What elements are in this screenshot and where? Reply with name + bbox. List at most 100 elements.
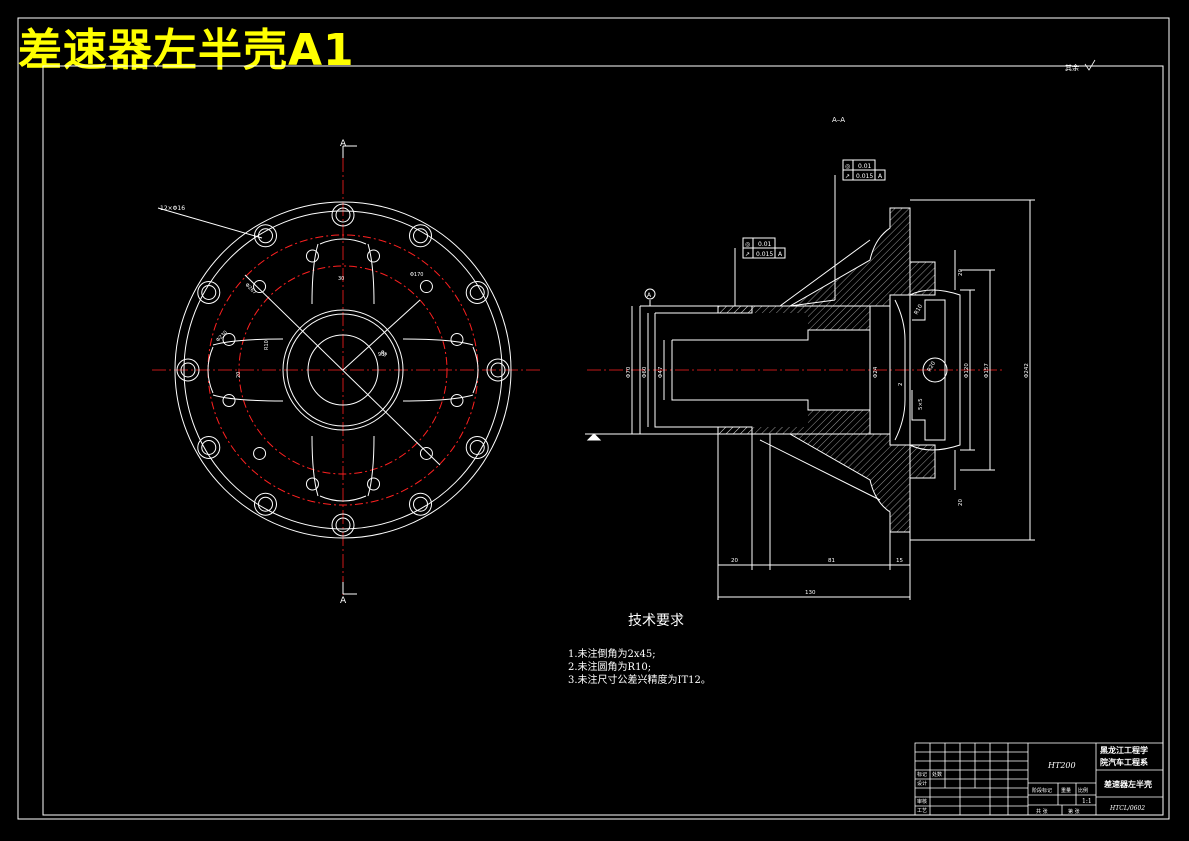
svg-text:审核: 审核: [917, 798, 927, 805]
svg-text:30: 30: [338, 276, 344, 282]
pitch-hole: [253, 446, 267, 460]
pitch-hole: [222, 394, 236, 408]
svg-text:Φ230: Φ230: [215, 330, 229, 344]
cut-label-top: A: [340, 139, 347, 149]
svg-text:差速器左半壳: 差速器左半壳: [1103, 779, 1152, 789]
svg-text:5×5: 5×5: [918, 398, 924, 410]
svg-text:20: 20: [958, 269, 964, 276]
svg-text:20: 20: [958, 499, 964, 506]
flange-hole: [331, 203, 355, 227]
svg-text:R10: R10: [264, 340, 270, 350]
svg-text:Φ24: Φ24: [873, 366, 879, 378]
svg-text:◎: ◎: [745, 241, 750, 248]
svg-text:第 张: 第 张: [1068, 808, 1080, 815]
hole-callout: 12×Φ16: [160, 205, 185, 212]
svg-text:0.01: 0.01: [858, 163, 872, 170]
front-view: [152, 145, 540, 598]
svg-text:A: A: [878, 173, 883, 180]
section-dims: 20 81 15 130 Φ70 Φ60 Φ47 Φ24 Φ120 Φ157 Φ…: [626, 269, 1030, 596]
flange-hole: [465, 281, 489, 304]
flange-hole-inner: [258, 228, 273, 244]
svg-text:R20: R20: [927, 360, 938, 373]
flange-hole-inner: [413, 228, 428, 244]
svg-text:Φ8: Φ8: [379, 349, 388, 358]
flange-hole: [176, 358, 200, 382]
svg-text:2: 2: [898, 383, 904, 387]
flange-hole-inner: [335, 207, 351, 223]
svg-text:↗: ↗: [845, 173, 850, 180]
outer-border: [17, 17, 1170, 820]
svg-text:0.015: 0.015: [856, 173, 873, 180]
svg-text:90°: 90°: [378, 352, 387, 358]
svg-text:A: A: [778, 251, 783, 258]
svg-text:Φ242: Φ242: [1024, 363, 1030, 378]
svg-text:黑龙江工程学: 黑龙江工程学: [1100, 745, 1148, 755]
svg-text:20: 20: [731, 558, 738, 564]
tech-requirement-1: 1.未注倒角为2x45;: [568, 649, 656, 660]
svg-text:A: A: [647, 292, 652, 299]
svg-text:↗: ↗: [745, 251, 750, 258]
pitch-hole: [450, 332, 464, 346]
svg-text:重量: 重量: [1061, 787, 1071, 794]
svg-text:Φ267: Φ267: [244, 282, 258, 296]
svg-text:Φ120: Φ120: [964, 363, 970, 378]
flange-hole: [197, 281, 221, 304]
pitch-hole: [367, 477, 381, 491]
svg-text:Φ47: Φ47: [658, 366, 664, 378]
cut-label-bottom: A: [340, 596, 347, 606]
svg-text:阶段标记: 阶段标记: [1032, 787, 1052, 794]
pitch-hole: [222, 332, 236, 346]
pitch-hole: [450, 394, 464, 408]
flange-hole-inner: [180, 362, 196, 378]
svg-text:15: 15: [896, 558, 903, 564]
svg-text:HT200: HT200: [1047, 761, 1076, 770]
flange-hole: [465, 436, 489, 459]
flange-hole-inner: [335, 517, 351, 533]
svg-text:HTCL/0602: HTCL/0602: [1109, 805, 1145, 812]
tech-requirement-2: 2.未注圆角为R10;: [568, 662, 652, 673]
flange-hole-inner: [469, 440, 485, 455]
svg-text:共 张: 共 张: [1036, 808, 1048, 815]
svg-text:81: 81: [828, 558, 835, 564]
svg-text:0.015: 0.015: [756, 251, 773, 258]
svg-text:Φ170: Φ170: [410, 272, 423, 278]
svg-text:标记: 标记: [917, 771, 927, 778]
tech-requirements-title: 技术要求: [628, 613, 684, 629]
pitch-hole: [419, 280, 433, 294]
svg-text:0.01: 0.01: [758, 241, 772, 248]
title-block-text: HT200 黑龙江工程学 院汽车工程系 差速器左半壳 HTCL/0602 1:1…: [917, 745, 1152, 815]
svg-text:◎: ◎: [845, 163, 850, 170]
flange-hole-inner: [490, 362, 506, 378]
roughness-icon: [1084, 59, 1096, 71]
section-label: A–A: [832, 116, 845, 124]
svg-text:设计: 设计: [917, 780, 927, 787]
svg-text:Φ70: Φ70: [626, 366, 632, 378]
flange-hole-inner: [201, 285, 217, 300]
tech-requirement-3: 3.未注尺寸公差兴精度为IT12。: [568, 675, 711, 686]
pitch-hole: [367, 249, 381, 263]
flange-hole: [409, 492, 432, 516]
flange-hole: [254, 492, 277, 516]
svg-text:工艺: 工艺: [917, 808, 927, 814]
svg-text:院汽车工程系: 院汽车工程系: [1100, 757, 1148, 767]
drawing-title: 差速器左半壳A1: [18, 25, 355, 76]
pitch-hole: [305, 249, 319, 263]
svg-text:1:1: 1:1: [1082, 798, 1092, 805]
title-block: [914, 742, 1164, 816]
corner-roughness-note: 其余: [1065, 63, 1079, 72]
svg-text:Φ157: Φ157: [984, 363, 990, 378]
flange-hole-inner: [413, 496, 428, 512]
svg-text:Φ60: Φ60: [642, 366, 648, 378]
flange-hole-inner: [201, 440, 217, 455]
flange-hole-inner: [469, 285, 485, 300]
svg-text:130: 130: [805, 590, 816, 596]
inner-border: [42, 65, 1164, 816]
pitch-hole: [253, 280, 267, 294]
svg-text:20: 20: [236, 372, 242, 378]
svg-text:处数: 处数: [932, 771, 942, 778]
svg-text:比例: 比例: [1078, 787, 1088, 794]
section-view: [585, 159, 1035, 600]
section-gdt: ◎ 0.01 ↗ 0.015 A ◎ 0.01 ↗ 0.015 A A: [647, 163, 883, 299]
pitch-hole: [305, 477, 319, 491]
